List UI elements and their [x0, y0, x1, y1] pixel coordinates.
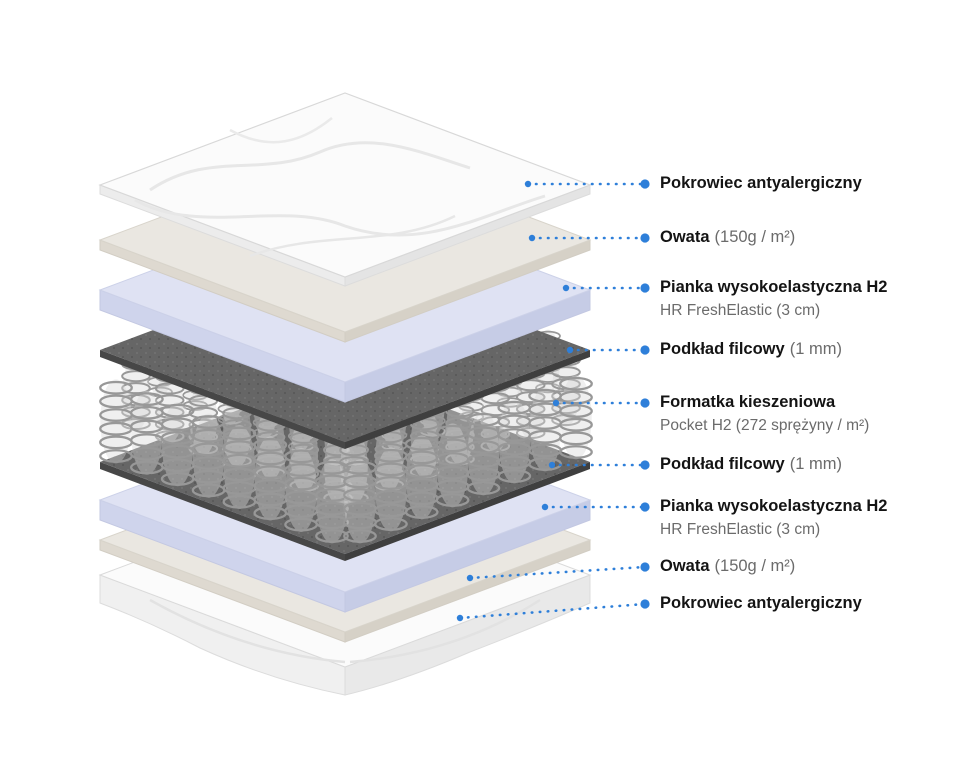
leader-end-dot [640, 502, 650, 512]
label-text: Formatka kieszeniowa [660, 393, 836, 411]
label-felt-top: Podkład filcowy(1 mm) [660, 340, 842, 358]
leader-end-dot [640, 562, 650, 572]
label-text: Pianka wysokoelastyczna H2 [660, 278, 888, 296]
label-cover-top: Pokrowiec antyalergiczny [660, 172, 867, 195]
leader-start-dot [552, 399, 560, 407]
label-felt-bottom: Podkład filcowy(1 mm) [660, 455, 842, 473]
leader-start-dot [541, 503, 549, 511]
label-subtext: Pocket H2 (272 sprężyny / m²) [660, 417, 870, 434]
leader-end-dot [640, 233, 650, 243]
leader-end-dot [640, 460, 650, 470]
label-foam-top: Pianka wysokoelastyczna H2 HR FreshElast… [660, 276, 892, 322]
label-wadding-top: Owata(150g / m²) [660, 228, 796, 246]
label-text: Podkład filcowy [660, 340, 785, 358]
leader-lines [456, 179, 650, 622]
layer-cover-top [98, 92, 592, 287]
label-text: Pianka wysokoelastyczna H2 [660, 497, 888, 515]
leader-start-dot [466, 574, 474, 582]
leader-end-dot [640, 179, 650, 189]
label-text: Podkład filcowy [660, 455, 785, 473]
label-pocket-springs: Formatka kieszeniowa Pocket H2 (272 sprę… [660, 391, 869, 437]
leader-end-dot [640, 599, 650, 609]
leader-start-dot [566, 346, 574, 354]
leader-start-dot [528, 234, 536, 242]
leader-start-dot [548, 461, 556, 469]
label-text: Owata [660, 228, 710, 246]
leader-end-dot [640, 345, 650, 355]
label-text: Pokrowiec antyalergiczny [660, 174, 862, 192]
leader-end-dot [640, 398, 650, 408]
label-wadding-bottom: Owata(150g / m²) [660, 557, 796, 575]
label-text: Owata [660, 557, 710, 575]
label-subtext: HR FreshElastic (3 cm) [660, 521, 821, 538]
leader-start-dot [456, 614, 464, 622]
leader-start-dot [524, 180, 532, 188]
label-text: Pokrowiec antyalergiczny [660, 594, 862, 612]
leader-end-dot [640, 283, 650, 293]
label-foam-bottom: Pianka wysokoelastyczna H2 HR FreshElast… [660, 495, 892, 541]
label-subtext: HR FreshElastic (3 cm) [660, 302, 821, 319]
leader-start-dot [562, 284, 570, 292]
label-cover-bottom: Pokrowiec antyalergiczny [660, 592, 867, 615]
